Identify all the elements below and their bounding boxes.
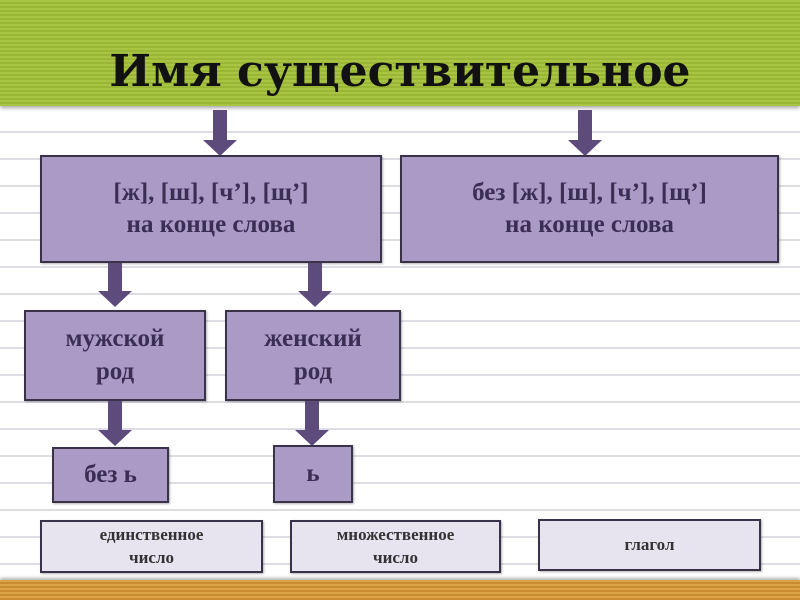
arrow-to-feminine (298, 263, 332, 307)
footer-bar (0, 580, 800, 600)
box-no-hissing-end-text: без [ж], [ш], [ч’], [щ’] на конце слова (472, 178, 707, 239)
option-plural-text: множественное число (336, 524, 455, 567)
box-soft-sign: ь (273, 445, 353, 503)
arrow-to-hissing (203, 110, 237, 156)
box-feminine-text: женский род (264, 325, 362, 385)
box-masculine-text: мужской род (65, 325, 165, 385)
arrow-to-soft-sign (295, 401, 329, 446)
title-banner (0, 0, 800, 106)
arrow-to-no-soft-sign (98, 401, 132, 446)
option-verb[interactable]: глагол (538, 519, 761, 571)
option-singular-text: единственное число (99, 524, 204, 567)
box-soft-sign-text: ь (306, 459, 320, 487)
box-no-soft-sign: без ь (52, 447, 169, 503)
arrow-to-no-hissing (568, 110, 602, 156)
option-singular[interactable]: единственное число (40, 520, 263, 573)
box-hissing-end: [ж], [ш], [ч’], [щ’] на конце слова (40, 155, 382, 263)
box-feminine: женский род (225, 310, 401, 401)
slide-title: Имя существительное (109, 46, 691, 97)
box-no-hissing-end: без [ж], [ш], [ч’], [щ’] на конце слова (400, 155, 779, 263)
arrow-to-masculine (98, 263, 132, 307)
option-plural[interactable]: множественное число (290, 520, 501, 573)
box-hissing-end-text: [ж], [ш], [ч’], [щ’] на конце слова (113, 178, 309, 239)
option-verb-text: глагол (624, 534, 675, 554)
box-masculine: мужской род (24, 310, 206, 401)
box-no-soft-sign-text: без ь (84, 460, 137, 488)
